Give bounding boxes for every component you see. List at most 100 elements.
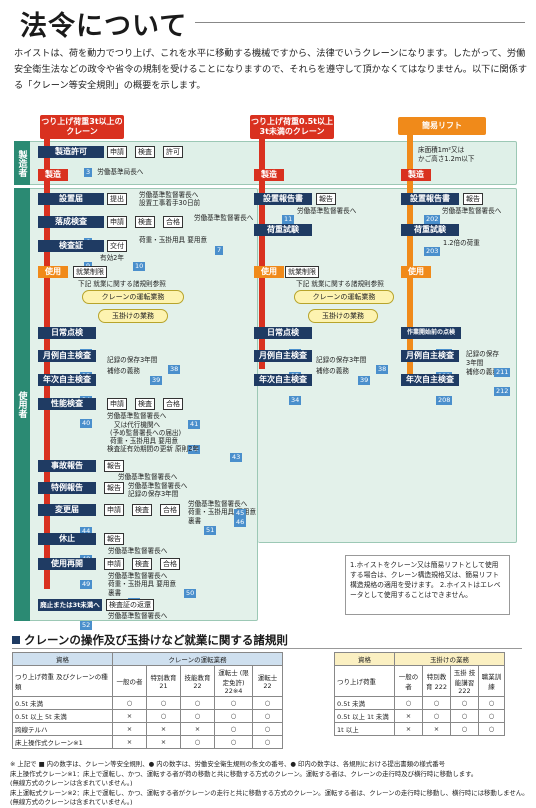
ref-num: 38 — [376, 365, 389, 374]
load-test-box: 荷重試験 — [401, 224, 459, 236]
crane-op-table-wrap: 資格 クレーンの運転業務 つり上げ荷重 及びクレーンの種類 一般の者 特別教育 … — [12, 652, 283, 749]
report-box: 報告 — [104, 482, 124, 494]
report-box: 報告 — [463, 193, 483, 205]
permit-box: 許可 — [163, 146, 183, 158]
lift-note-1: 床面積1m²又は — [418, 146, 465, 154]
report-box: 報告 — [104, 460, 124, 472]
footnote: 床上操作式クレーン※1：床上で運転し、かつ、運転する者が荷の移動と共に移動する方… — [10, 769, 478, 778]
monthly-note-2: 補修の義務 — [316, 367, 349, 375]
completion-note-2: 荷重・玉掛用具 要用意 — [139, 236, 208, 244]
apply-box: 申請 — [104, 558, 124, 570]
slinging-pill: 玉掛けの業務 — [98, 309, 168, 323]
ref-num: 40 — [80, 419, 93, 428]
monthly-inspect-box: 月例自主検査 — [401, 350, 459, 362]
user-label: 使用者 — [14, 188, 30, 621]
flow-line-col2 — [259, 139, 265, 369]
annual-inspect-box: 年次自主検査 — [401, 374, 459, 386]
install-note-2: 設置工事着手30日前 — [139, 199, 201, 207]
footnote: (無線方式のクレーンは含まれていません。) — [10, 779, 133, 787]
perf-note-2: 又は代行機関へ — [114, 421, 161, 429]
ref-num: 34 — [289, 396, 302, 405]
intro-text: ホイストは、荷を動力でつり上げ、これを水平に移動する機械ですから、法律でいうクレ… — [14, 48, 528, 91]
ref-num: 3 — [84, 168, 93, 177]
use-box: 使用 — [38, 266, 68, 278]
page-title: 法令について — [20, 11, 188, 42]
perf-note-4: 荷重・玉掛用具 要用意 — [110, 437, 179, 445]
special-note-2: 記録の保存3年間 — [128, 490, 179, 498]
load-test-box: 荷重試験 — [254, 224, 312, 236]
special-report-box: 特例報告 — [38, 482, 96, 494]
work-limit-note: 下記 就業に関する諸規則参照 — [78, 280, 166, 288]
completion-inspect-box: 落成検査 — [38, 216, 104, 228]
install-note-1: 労働基準監督署長へ — [139, 191, 199, 199]
apply-box: 申請 — [107, 146, 127, 158]
ref-num: 211 — [494, 368, 511, 377]
change-report-box: 変更届 — [38, 504, 96, 516]
lift-note-2: かご高さ1.2m以下 — [418, 155, 475, 163]
ref-num: 51 — [204, 526, 217, 535]
pass-box: 合格 — [160, 504, 180, 516]
work-limit-box: 就業制限 — [285, 266, 319, 278]
change-note-2: 荷重・玉掛用具 要用意 — [188, 508, 257, 516]
rest-note: 労働基準監督署長へ — [108, 547, 168, 555]
ref-num: 49 — [80, 580, 93, 589]
monthly-inspect-box: 月例自主検査 — [254, 350, 312, 362]
manufacture-box: 製造 — [254, 169, 284, 181]
crane-op-pill: クレーンの運転業務 — [294, 290, 394, 304]
accident-note: 労働基準監督署長へ — [118, 473, 178, 481]
load-note: 1.2倍の荷重 — [443, 239, 480, 247]
ref-num: 10 — [133, 262, 146, 271]
ref-num: 38 — [168, 365, 181, 374]
resume-note-3: 裏書 — [108, 589, 122, 597]
submit-box: 提出 — [107, 193, 127, 205]
perf-inspect-box: 性能検査 — [38, 398, 96, 410]
apply-box: 申請 — [107, 216, 127, 228]
apply-box: 申請 — [107, 398, 127, 410]
monthly-note-1: 記録の保存3年間 — [316, 356, 367, 364]
install-report-box: 設置届 — [38, 193, 104, 205]
issue-box: 交付 — [107, 240, 127, 252]
perf-note-3: (予め監督署長への届出) — [110, 429, 182, 437]
inspect-box: 検査 — [135, 398, 155, 410]
side-note: 1.ホイストをクレーン又は簡易リフトとして使用する場合は、クレーン構造規格又は、… — [345, 555, 510, 615]
mfr-permit-box: 製造許可 — [38, 146, 104, 158]
work-limit-note: 下記 就業に関する諸規則参照 — [296, 280, 384, 288]
daily-check-box: 日常点検 — [254, 327, 312, 339]
completion-note-1: 労働基準監督署長へ — [194, 214, 254, 222]
inspect-box: 検査 — [132, 504, 152, 516]
flow-line-col1 — [44, 139, 50, 589]
annual-inspect-box: 年次自主検査 — [38, 374, 96, 386]
ref-num: 7 — [215, 246, 224, 255]
slinging-table-wrap: 資格 玉掛けの業務 つり上げ荷重 一般の者 特別教育 222 玉掛 技能講習 2… — [334, 652, 505, 736]
report-box: 報告 — [316, 193, 336, 205]
crane-op-pill: クレーンの運転業務 — [82, 290, 184, 304]
slinging-pill: 玉掛けの業務 — [308, 309, 378, 323]
resume-note-1: 労働基準監督署長へ — [108, 572, 168, 580]
ref-num: 43 — [230, 453, 243, 462]
install-note: 労働基準監督署長へ — [442, 207, 502, 215]
header-lift: 簡易リフト — [398, 117, 486, 135]
abolish-note: 労働基準監督署長へ — [108, 612, 168, 620]
ref-num: 203 — [424, 247, 441, 256]
monthly-note-2: 補修の義務 — [107, 367, 140, 375]
install-report-box: 設置報告書 — [254, 193, 312, 205]
pass-box: 合格 — [163, 398, 183, 410]
daily-check-box: 日常点検 — [38, 327, 96, 339]
change-note-1: 労働基準監督署長へ — [188, 500, 248, 508]
lift-record-note-1: 記録の保存 — [466, 350, 499, 358]
change-note-3: 裏書 — [188, 517, 202, 525]
ref-num: 46 — [234, 518, 247, 527]
monthly-note-1: 記録の保存3年間 — [107, 356, 158, 364]
report-box: 報告 — [104, 533, 124, 545]
ref-num: 11 — [282, 215, 295, 224]
footnote: ※ 上記で ■ 内の数字は、クレーン等安全規則、● 内の数字は、労働安全衛生規則… — [10, 760, 445, 768]
return-box: 検査証の返還 — [106, 599, 154, 611]
ref-num: 52 — [80, 621, 93, 630]
manufacture-box: 製造 — [38, 169, 68, 181]
pass-box: 合格 — [160, 558, 180, 570]
work-limit-box: 就業制限 — [73, 266, 107, 278]
ref-num: 212 — [494, 387, 511, 396]
inspect-box: 検査 — [135, 216, 155, 228]
title-rule — [195, 22, 525, 23]
header-crane-3t: つり上げ荷重3t以上のクレーン — [40, 115, 124, 139]
